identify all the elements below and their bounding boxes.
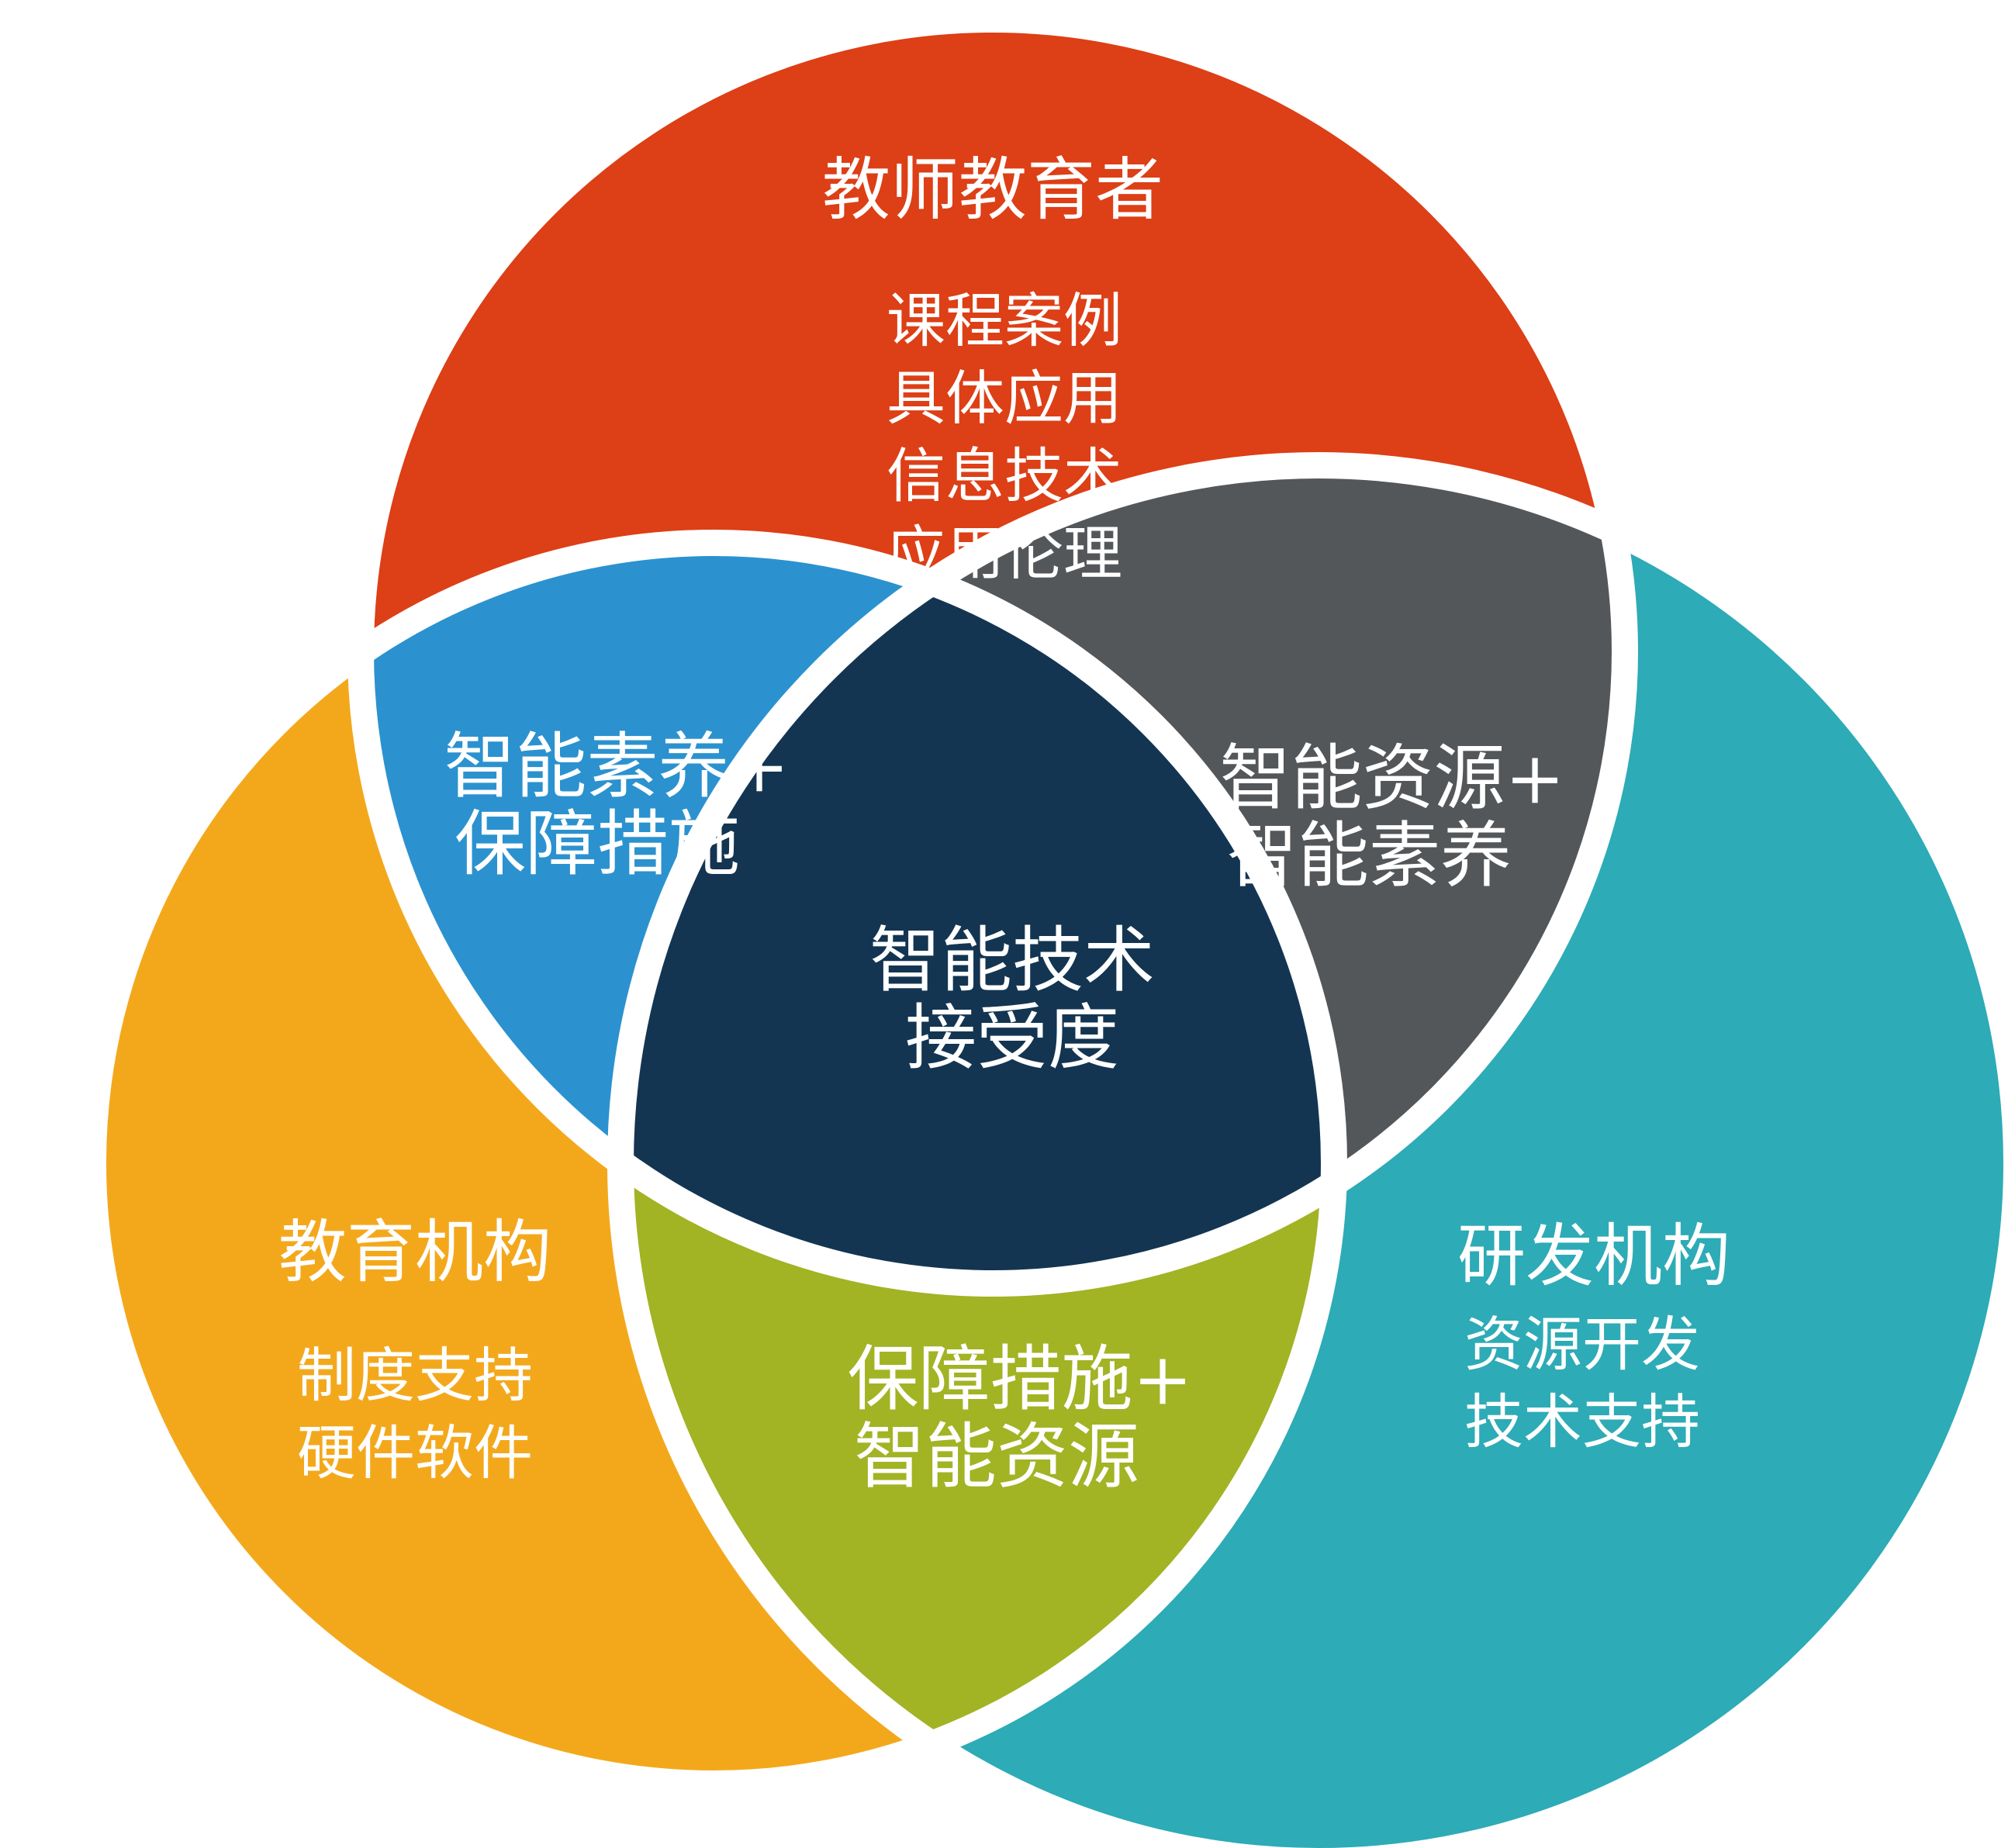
top-circle-item: 应用伦理 [887, 519, 1122, 588]
intersection-left-right-label: 保障措施+ [847, 1338, 1192, 1421]
right-circle-item: 资源开发 [1464, 1310, 1700, 1379]
top-circle-item: 课程案例 [887, 286, 1122, 355]
right-circle-item: 技术支持 [1464, 1387, 1700, 1456]
intersection-top-left-label: 智能素养+ [444, 725, 789, 808]
separator-lines [80, 6, 2015, 1848]
intersection-top-right-label: 智能素养 [1226, 814, 1512, 897]
top-circle-title: 教师教育者 [822, 150, 1163, 230]
intersection-center [620, 543, 1334, 1283]
top-circle-item: 具体应用 [887, 364, 1122, 433]
top-circle-item: 信息技术 [887, 441, 1122, 510]
intersection-top-right-label: 智能资源+ [1219, 737, 1564, 820]
intersection-left-right-label: 智能资源 [854, 1415, 1139, 1498]
center-label: 智能技术 [869, 919, 1155, 1002]
center-label: 接受度 [905, 997, 1119, 1079]
intersection-top-left-label: 保障措施 [454, 803, 740, 886]
left-circle-item: 制度支持 [297, 1341, 533, 1410]
left-circle-title: 教育机构 [278, 1212, 551, 1292]
left-circle-item: 硬件软件 [297, 1418, 533, 1487]
right-circle-title: 研发机构 [1457, 1216, 1730, 1296]
